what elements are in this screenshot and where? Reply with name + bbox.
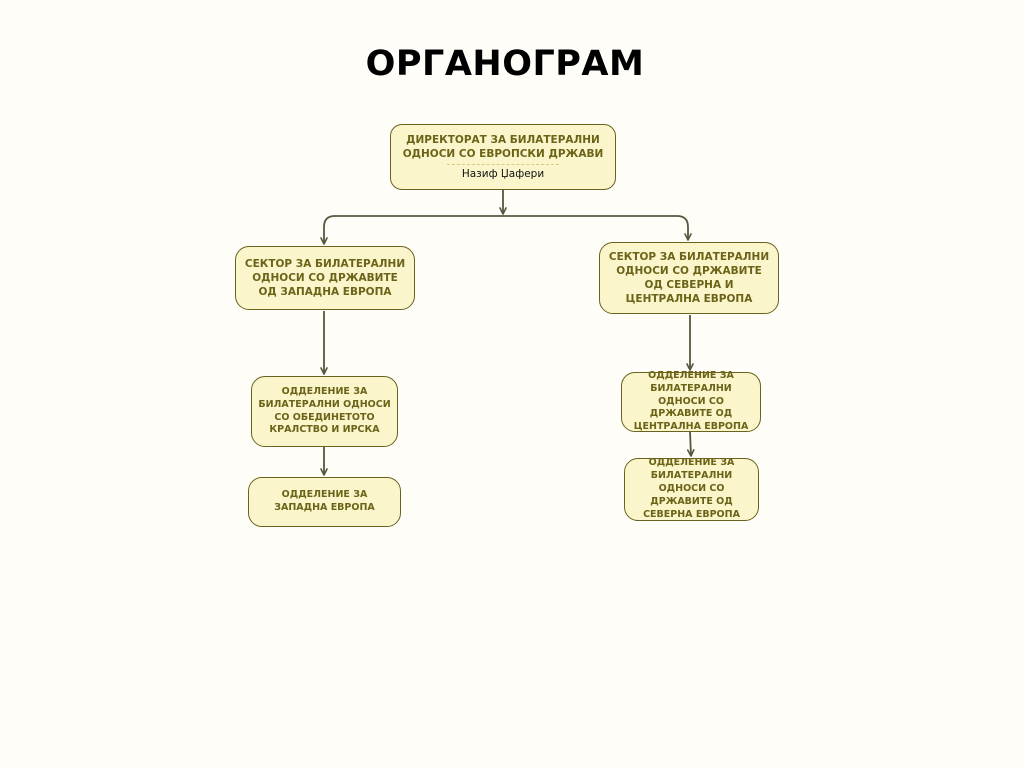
- sector-west-label: СЕКТОР ЗА БИЛАТЕРАЛНИ ОДНОСИ СО ДРЖАВИТЕ…: [244, 257, 406, 299]
- sector-north-central-box: СЕКТОР ЗА БИЛАТЕРАЛНИ ОДНОСИ СО ДРЖАВИТЕ…: [599, 242, 779, 314]
- department-central-europe-box: ОДДЕЛЕНИЕ ЗА БИЛАТЕРАЛНИ ОДНОСИ СО ДРЖАВ…: [621, 369, 761, 433]
- connector-branch-right: [503, 215, 692, 241]
- sector-west-box: СЕКТОР ЗА БИЛАТЕРАЛНИ ОДНОСИ СО ДРЖАВИТЕ…: [235, 246, 415, 310]
- department-western-europe-label: ОДДЕЛЕНИЕ ЗА ЗАПАДНА ЕВРОПА: [274, 489, 375, 513]
- director-box: ДИРЕКТОРАТ ЗА БИЛАТЕРАЛНИ ОДНОСИ СО ЕВРО…: [390, 124, 616, 190]
- page-title: ОРГАНОГРАМ: [365, 44, 645, 84]
- director-person: Назиф Џафери: [461, 168, 545, 181]
- connector-branch-left: [320, 215, 503, 245]
- department-northern-europe-box: ОДДЕЛЕНИЕ ЗА БИЛАТЕРАЛНИ ОДНОСИ СО ДРЖАВ…: [624, 457, 759, 521]
- director-label: ДИРЕКТОРАТ ЗА БИЛАТЕРАЛНИ ОДНОСИ СО ЕВРО…: [402, 134, 604, 161]
- department-western-europe-box: ОДДЕЛЕНИЕ ЗА ЗАПАДНА ЕВРОПА: [248, 477, 401, 527]
- department-uk-ireland-box: ОДДЕЛЕНИЕ ЗА БИЛАТЕРАЛНИ ОДНОСИ СО ОБЕДИ…: [251, 376, 398, 447]
- director-divider: [447, 164, 559, 166]
- department-northern-europe-label: ОДДЕЛЕНИЕ ЗА БИЛАТЕРАЛНИ ОДНОСИ СО ДРЖАВ…: [643, 457, 740, 520]
- sector-north-central-label: СЕКТОР ЗА БИЛАТЕРАЛНИ ОДНОСИ СО ДРЖАВИТЕ…: [608, 250, 770, 306]
- department-central-europe-label: ОДДЕЛЕНИЕ ЗА БИЛАТЕРАЛНИ ОДНОСИ СО ДРЖАВ…: [633, 369, 749, 433]
- department-uk-ireland-label: ОДДЕЛЕНИЕ ЗА БИЛАТЕРАЛНИ ОДНОСИ СО ОБЕДИ…: [258, 385, 391, 436]
- connector-central-to-north: [686, 431, 695, 457]
